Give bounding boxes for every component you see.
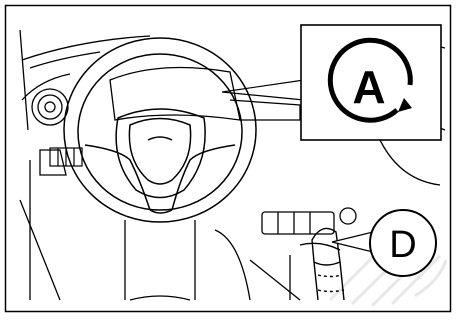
callout-d-letter: D	[389, 224, 416, 266]
auto-start-stop-callout: A	[301, 25, 441, 140]
callout-a-letter: A	[352, 61, 385, 113]
